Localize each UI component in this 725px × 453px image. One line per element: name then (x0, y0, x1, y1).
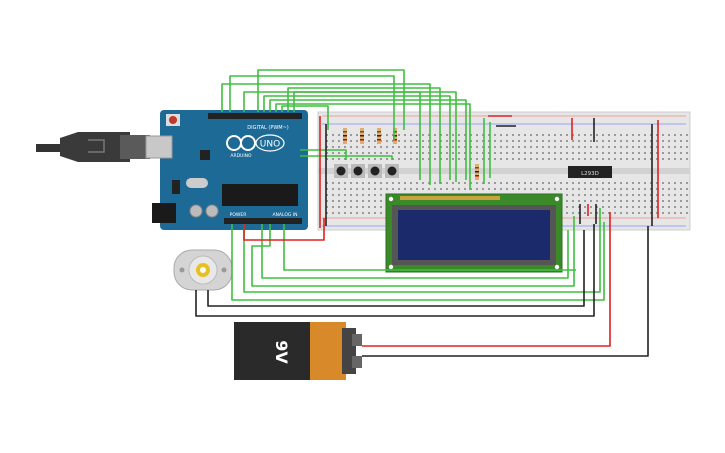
analog-in-label: ANALOG IN (272, 212, 297, 218)
resistor (475, 164, 479, 180)
resistor (393, 128, 397, 144)
push-button[interactable] (385, 164, 399, 178)
resistor (360, 128, 364, 144)
push-button[interactable] (368, 164, 382, 178)
resistor (377, 128, 381, 144)
arduino-logo-text: ARDUINO (230, 153, 252, 159)
arduino-uno-board[interactable]: UNO DIGITAL (PWM~) POWER ANALOG IN ARDUI… (145, 110, 308, 230)
lcd-display[interactable] (385, 193, 563, 273)
wires (195, 69, 659, 357)
battery-label: 9V (272, 340, 291, 364)
push-button[interactable] (351, 164, 365, 178)
arduino-logo-icon (226, 135, 256, 151)
digital-pwm-label: DIGITAL (PWM~) (247, 125, 289, 131)
uno-brand-text: UNO (260, 140, 280, 150)
lcd-screen (398, 210, 550, 260)
battery-9v[interactable]: 9V (234, 322, 362, 380)
resistor (343, 128, 347, 144)
l293d-chip[interactable]: L293D (568, 166, 612, 178)
dc-motor[interactable] (173, 249, 233, 291)
power-label: POWER (230, 212, 247, 218)
chip-label: L293D (581, 171, 599, 177)
push-button[interactable] (334, 164, 348, 178)
